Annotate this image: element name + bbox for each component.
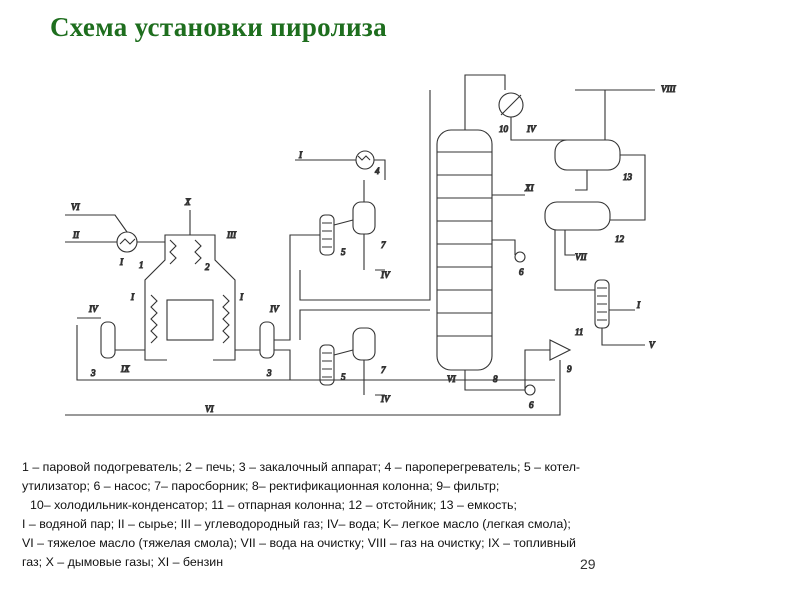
- legend-line: I – водяной пар; II – сырье; III – углев…: [22, 517, 571, 531]
- label-7-top: 7: [381, 240, 386, 250]
- pyrolysis-scheme: 1 2 3 3 4 5 5 6 6 7 7 8 9 10 11 12 13 VI…: [55, 60, 715, 440]
- stream-X: X: [184, 197, 191, 207]
- stream-VI-in: VI: [71, 202, 80, 212]
- stream-I-top: I: [298, 150, 303, 160]
- label-11: 11: [575, 327, 583, 337]
- rectification-column: [436, 74, 536, 396]
- stream-IV-bottom: IV: [380, 394, 391, 404]
- stream-III: III: [226, 230, 237, 240]
- label-2: 2: [205, 262, 210, 272]
- stream-IV-top: IV: [380, 270, 391, 280]
- stream-I-heater: I: [119, 257, 124, 267]
- label-10: 10: [499, 124, 509, 134]
- separation-units: [65, 89, 655, 416]
- stream-VI-bottom: VI: [447, 374, 456, 384]
- stream-VII: VII: [575, 252, 587, 262]
- label-6-bottom: 6: [529, 400, 534, 410]
- waste-heat-boilers: [295, 90, 431, 396]
- page-number: 29: [580, 556, 596, 572]
- label-7-bottom: 7: [381, 365, 386, 375]
- label-1: 1: [139, 260, 144, 270]
- legend: 1 – паровой подогреватель; 2 – печь; 3 –…: [22, 458, 702, 572]
- stream-XI: XI: [524, 183, 534, 193]
- stream-II: II: [72, 230, 80, 240]
- furnace: [144, 210, 236, 361]
- legend-line: газ; X – дымовые газы; XI – бензин: [22, 555, 224, 569]
- steam-heater: [65, 214, 165, 253]
- label-6-top: 6: [519, 267, 524, 277]
- stream-IV-right: IV: [269, 304, 280, 314]
- stream-I-left: I: [130, 292, 135, 302]
- stream-IX: IX: [120, 364, 130, 374]
- stream-IV-left: IV: [88, 304, 99, 314]
- stream-I-column: I: [636, 300, 641, 310]
- label-5-bottom: 5: [341, 372, 346, 382]
- legend-line: 1 – паровой подогреватель; 2 – печь; 3 –…: [22, 460, 581, 474]
- page-title: Схема установки пиролиза: [50, 12, 387, 42]
- label-4: 4: [375, 166, 380, 176]
- quench-apparatus: [76, 234, 555, 381]
- label-9: 9: [567, 364, 572, 374]
- stream-IV-condenser: IV: [526, 124, 537, 134]
- label-13: 13: [623, 172, 633, 182]
- stream-I-right: I: [239, 292, 244, 302]
- legend-line: 10– холодильник-конденсатор; 11 – отпарн…: [30, 498, 517, 512]
- stream-VI-return: VI: [205, 404, 214, 414]
- legend-line: утилизатор; 6 – насос; 7– паросборник; 8…: [22, 479, 500, 493]
- label-12: 12: [615, 234, 625, 244]
- label-8: 8: [493, 374, 498, 384]
- label-3-left: 3: [90, 368, 96, 378]
- stream-V: V: [649, 340, 656, 350]
- label-3-right: 3: [266, 368, 272, 378]
- stream-VIII: VIII: [661, 84, 676, 94]
- legend-line: VI – тяжелое масло (тяжелая смола); VII …: [22, 536, 576, 550]
- label-5-top: 5: [341, 247, 346, 257]
